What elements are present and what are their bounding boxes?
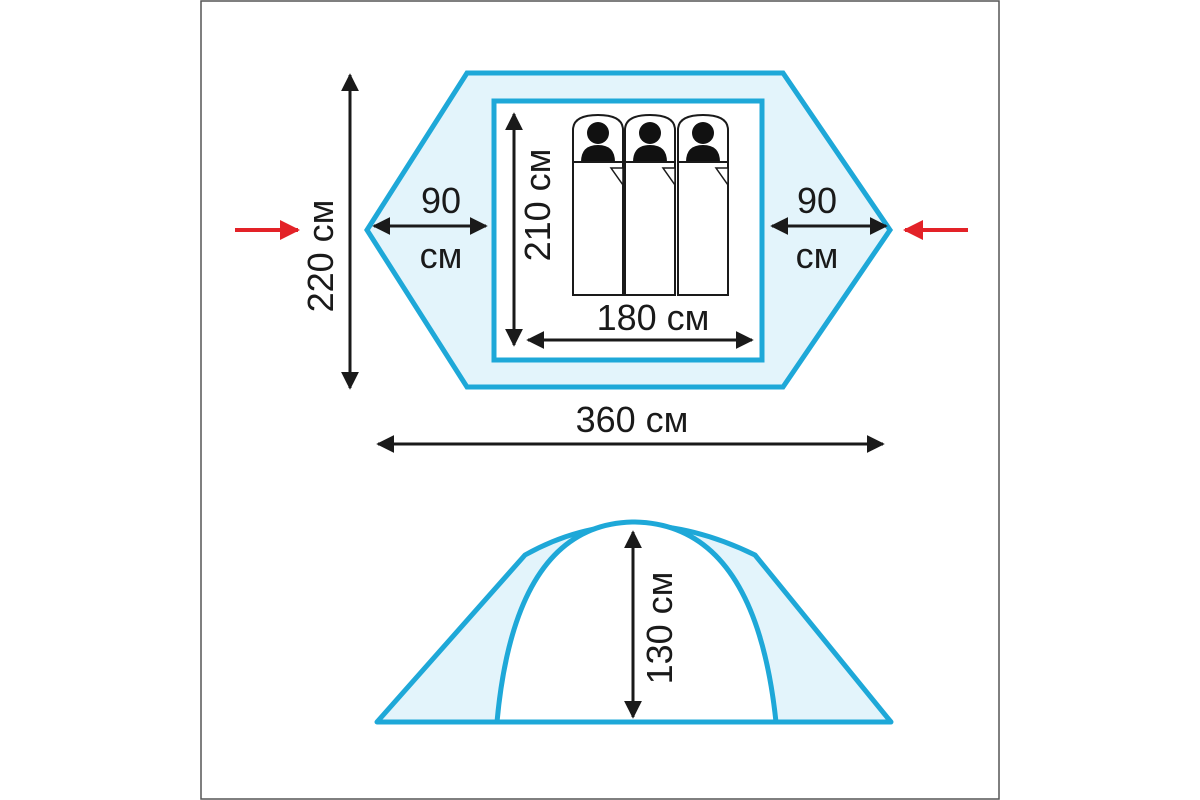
total-width-label: 360 см <box>576 399 689 440</box>
sleeping-bag-1 <box>572 113 624 296</box>
vestibule-left-value: 90 <box>421 180 461 221</box>
height-label: 130 см <box>639 572 680 685</box>
tent-diagram: 220 см 360 см 210 см 180 см 90 см 90 см … <box>200 0 1000 800</box>
sleeping-bag-3 <box>677 113 729 296</box>
inner-width-label: 180 см <box>597 297 710 338</box>
tent-diagram-svg: 220 см 360 см 210 см 180 см 90 см 90 см … <box>200 0 1000 800</box>
person-icon <box>692 122 714 144</box>
vestibule-right-unit: см <box>796 235 839 276</box>
sleeping-bag-2 <box>624 113 676 296</box>
vestibule-left-unit: см <box>420 235 463 276</box>
image-border <box>200 0 1000 800</box>
plan-view: 220 см 360 см 210 см 180 см 90 см 90 см <box>235 70 968 453</box>
side-view: 130 см <box>374 519 894 725</box>
person-icon <box>587 122 609 144</box>
vestibule-right-value: 90 <box>797 180 837 221</box>
person-icon <box>639 122 661 144</box>
inner-depth-label: 210 см <box>517 149 558 262</box>
total-depth-label: 220 см <box>300 200 341 313</box>
